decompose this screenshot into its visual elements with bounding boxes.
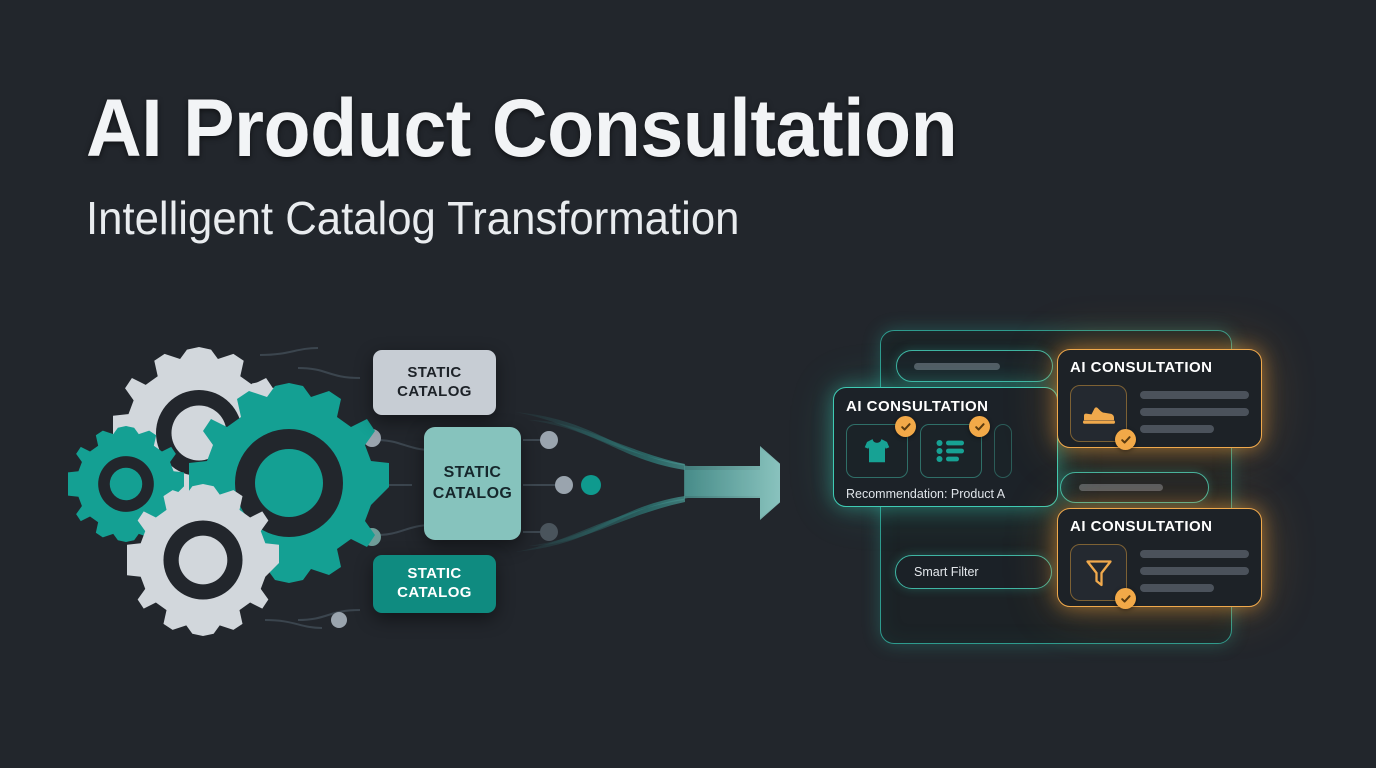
gear-small-teal: [68, 426, 184, 542]
text-line: [1140, 567, 1249, 575]
check-badge: [1115, 429, 1136, 450]
ai-consultation-panel: Smart Filter AI CONSULTATION: [820, 320, 1320, 660]
list-icon-box[interactable]: [920, 416, 990, 478]
card-title: AI CONSULTATION: [1070, 518, 1213, 535]
card-text-lines: [1140, 385, 1249, 433]
catalog-box-line2: CATALOG: [397, 382, 472, 400]
shoe-icon-box[interactable]: [1070, 385, 1136, 450]
check-badge: [969, 416, 990, 437]
check-icon: [974, 422, 985, 431]
bottom-connector: [278, 612, 347, 628]
ai-consultation-card-filter[interactable]: AI CONSULTATION: [1057, 508, 1262, 609]
tshirt-icon: [864, 439, 890, 463]
catalog-box-line2: CATALOG: [432, 484, 513, 502]
recommendation-label: Recommendation: Product A: [846, 487, 1006, 501]
left-diagram: [68, 347, 780, 636]
placeholder-pill-top[interactable]: [896, 350, 1053, 382]
text-line: [1140, 408, 1249, 416]
card-body: [1070, 385, 1249, 450]
placeholder-pill-middle[interactable]: [1060, 472, 1209, 503]
card-text-lines: [1140, 544, 1249, 592]
text-line: [1140, 425, 1215, 433]
tshirt-icon-box[interactable]: [846, 416, 916, 478]
converging-arrow-icon: [515, 412, 780, 552]
static-catalog-box-top[interactable]: STATIC CATALOG: [373, 350, 496, 415]
catalog-box-line2: CATALOG: [397, 584, 472, 601]
list-icon: [936, 440, 964, 462]
card-body: [1070, 544, 1249, 609]
placeholder-bar: [914, 362, 1000, 370]
funnel-filter-icon-box[interactable]: [1070, 544, 1136, 609]
gear-large-teal: [189, 383, 389, 583]
funnel-filter-icon: [1085, 559, 1112, 586]
smart-filter-label: Smart Filter: [914, 565, 979, 579]
gear-bottom-gray: [127, 484, 279, 636]
ai-consultation-card-teal[interactable]: AI CONSULTATION: [833, 387, 1058, 507]
connector-dots-right: [523, 431, 601, 541]
icon-box-partial: [994, 424, 1012, 478]
check-icon: [900, 422, 911, 431]
check-badge: [1115, 588, 1136, 609]
check-badge: [895, 416, 916, 437]
text-line: [1140, 391, 1249, 399]
ai-consultation-card-shoe[interactable]: AI CONSULTATION: [1057, 349, 1262, 450]
static-catalog-box-bottom[interactable]: STATIC CATALOG: [373, 555, 496, 613]
card-title: AI CONSULTATION: [846, 398, 989, 415]
static-catalog-box-middle[interactable]: STATIC CATALOG: [424, 427, 521, 540]
check-icon: [1120, 435, 1131, 444]
catalog-box-line1: STATIC: [407, 363, 462, 381]
check-icon: [1120, 594, 1131, 603]
smart-filter-pill[interactable]: Smart Filter: [895, 555, 1052, 589]
card-title: AI CONSULTATION: [1070, 359, 1213, 376]
page-subtitle: Intelligent Catalog Transformation: [86, 192, 740, 244]
catalog-box-line1: STATIC: [407, 565, 462, 583]
placeholder-bar: [1079, 484, 1163, 491]
page-title: AI Product Consultation: [86, 83, 958, 174]
shoe-icon: [1082, 406, 1115, 424]
gear-group: [68, 347, 389, 636]
text-line: [1140, 584, 1215, 592]
catalog-box-line1: STATIC: [443, 463, 502, 481]
card-icon-row: [846, 416, 1045, 478]
text-line: [1140, 550, 1249, 558]
